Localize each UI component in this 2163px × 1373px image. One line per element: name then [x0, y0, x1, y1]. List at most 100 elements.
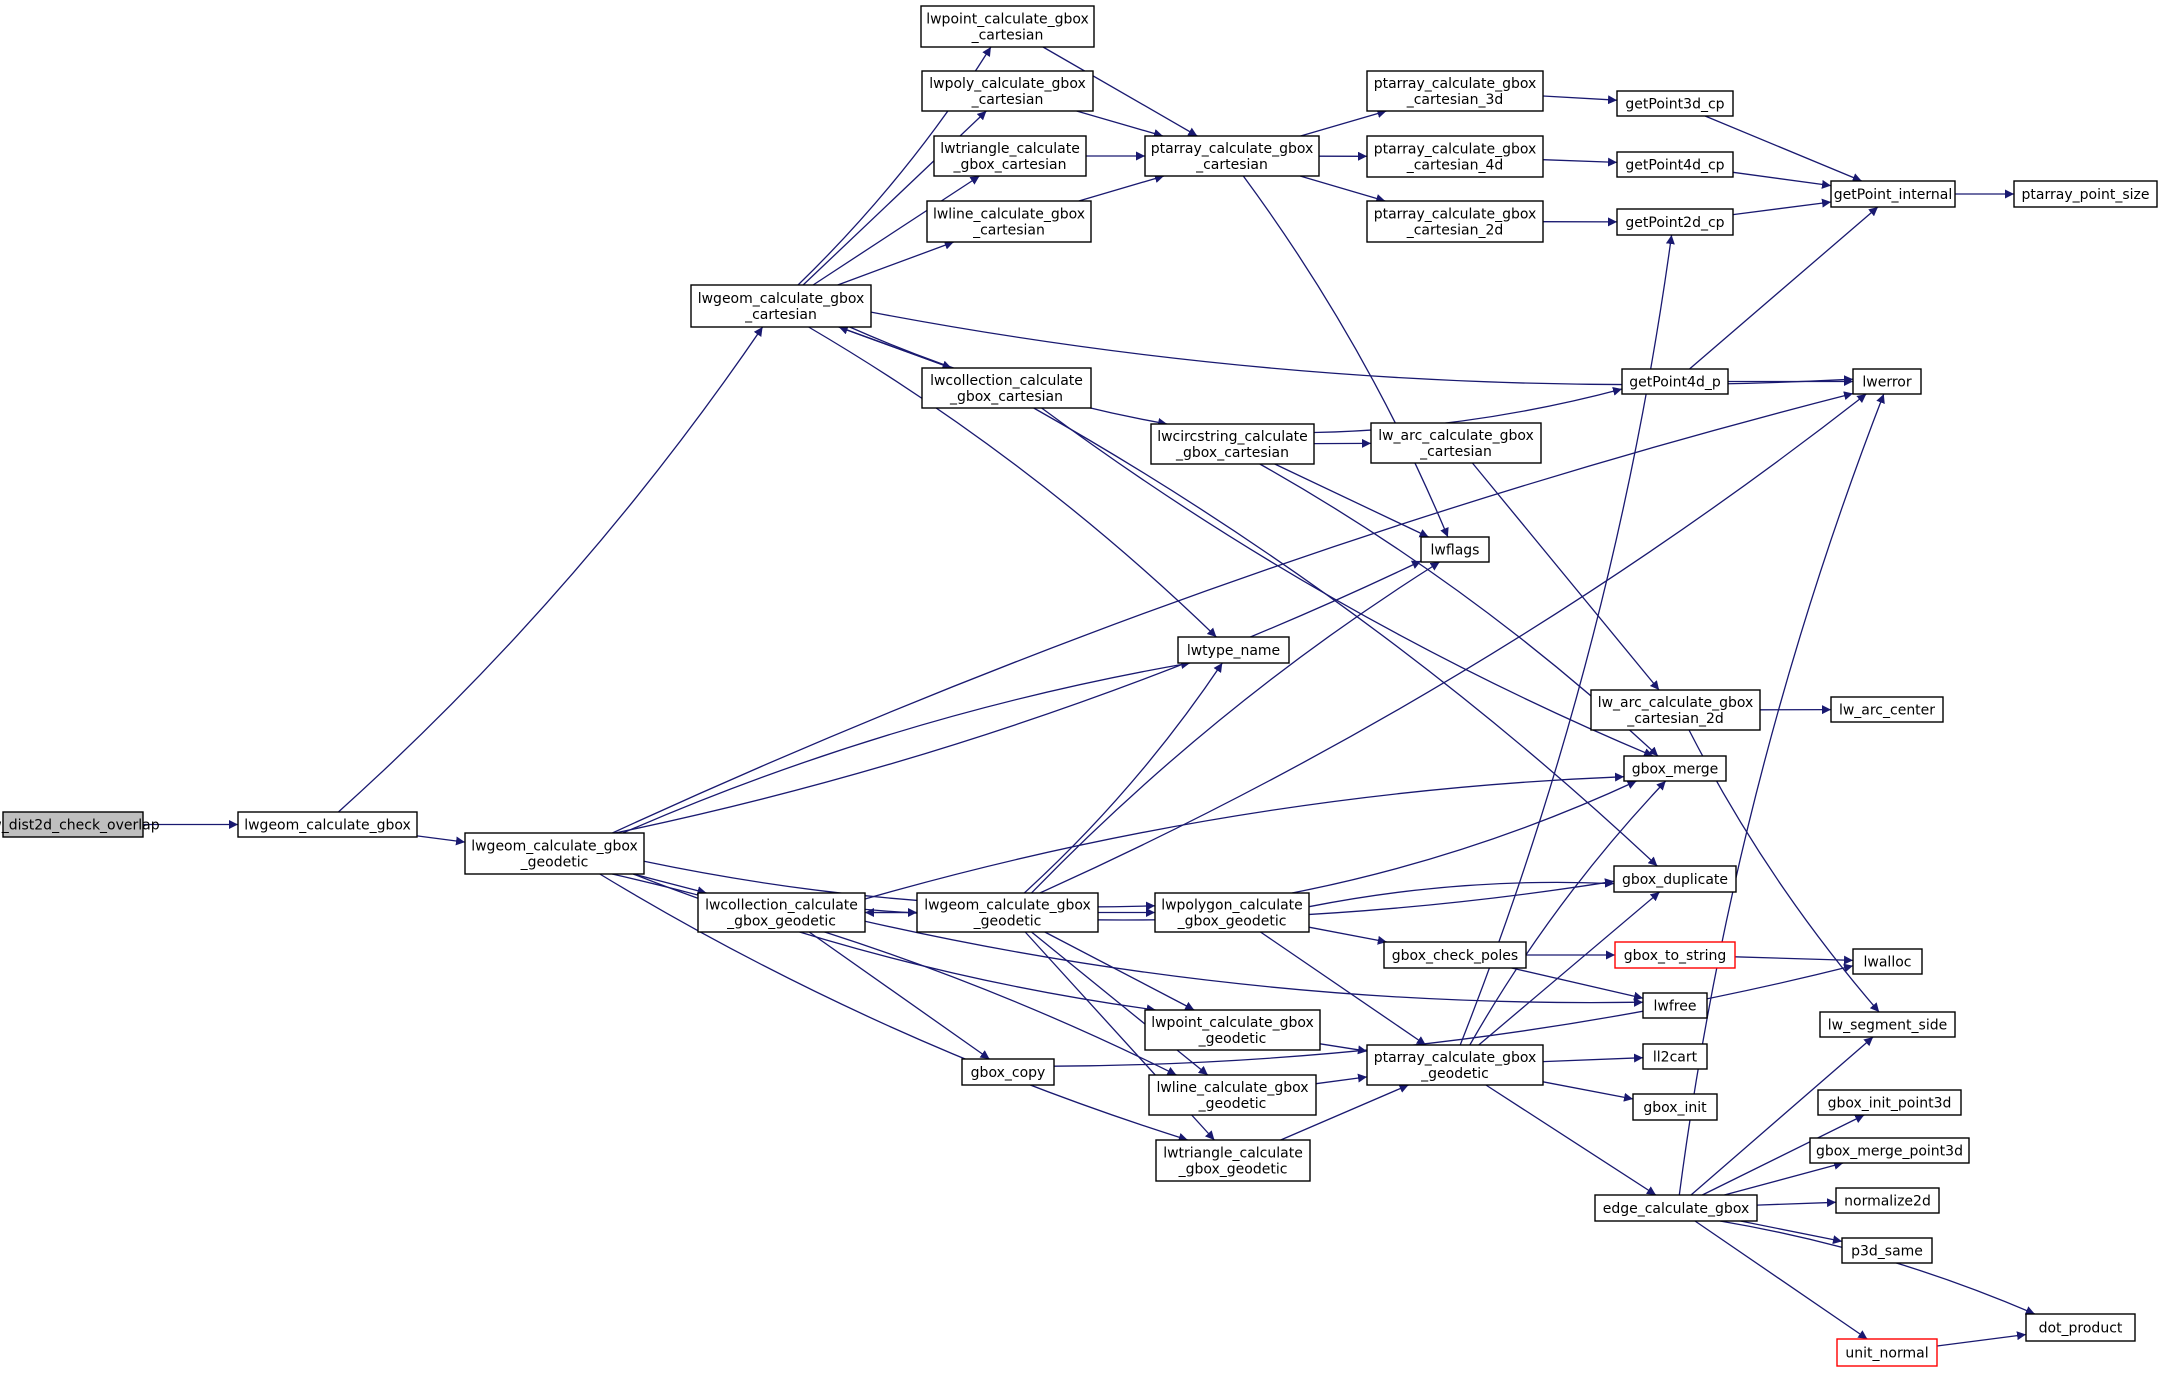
node-lwtriangle-calculate-gbox-cartesian[interactable]: lwtriangle_calculate_gbox_cartesian	[933, 135, 1087, 177]
node-box[interactable]	[1155, 1139, 1311, 1182]
node-dot-product[interactable]: dot_product	[2025, 1313, 2136, 1342]
node-box[interactable]	[921, 70, 1094, 112]
node-box[interactable]	[2, 811, 144, 838]
node-lw-arc-center[interactable]: lw_arc_center	[1830, 696, 1944, 723]
node-get-point4d-p[interactable]: getPoint4d_p	[1621, 368, 1729, 395]
node-gbox-init[interactable]: gbox_init	[1632, 1093, 1718, 1121]
node-lwtype-name[interactable]: lwtype_name	[1177, 636, 1290, 664]
node-box[interactable]	[1852, 948, 1923, 975]
node-box[interactable]	[1366, 1044, 1544, 1086]
node-box[interactable]	[1621, 368, 1729, 395]
node-lw-arc-calculate-gbox-cartesian-2d[interactable]: lw_arc_calculate_gbox_cartesian_2d	[1590, 689, 1761, 731]
node-lwpoint-calculate-gbox-geodetic[interactable]: lwpoint_calculate_gbox_geodetic	[1144, 1009, 1321, 1051]
node-box[interactable]	[237, 811, 418, 838]
node-lw-dist2d-check-overlap[interactable]: lw_dist2d_check_overlap	[0, 811, 160, 838]
node-box[interactable]	[1144, 1009, 1321, 1051]
node-box[interactable]	[1613, 865, 1737, 893]
node-box[interactable]	[1841, 1237, 1933, 1264]
node-ptarray-calculate-gbox-geodetic[interactable]: ptarray_calculate_gbox_geodetic	[1366, 1044, 1544, 1086]
node-box[interactable]	[1830, 696, 1944, 723]
node-box[interactable]	[916, 892, 1099, 933]
node-lwerror[interactable]: lwerror	[1852, 368, 1922, 395]
node-box[interactable]	[1616, 208, 1734, 236]
node-lwgeom-calculate-gbox[interactable]: lwgeom_calculate_gbox	[237, 811, 418, 838]
node-lwline-calculate-gbox-geodetic[interactable]: lwline_calculate_gbox_geodetic	[1148, 1074, 1317, 1116]
node-gbox-copy[interactable]: gbox_copy	[961, 1058, 1055, 1086]
node-get-point-internal[interactable]: getPoint_internal	[1830, 180, 1956, 208]
node-box[interactable]	[690, 284, 872, 328]
node-box[interactable]	[1366, 135, 1544, 178]
node-box[interactable]	[1154, 892, 1310, 933]
node-ptarray-calculate-gbox-cartesian-3d[interactable]: ptarray_calculate_gbox_cartesian_3d	[1366, 70, 1544, 112]
node-lwgeom-calculate-gbox-cartesian[interactable]: lwgeom_calculate_gbox_cartesian	[690, 284, 872, 328]
node-get-point3d-cp[interactable]: getPoint3d_cp	[1616, 90, 1734, 117]
node-box[interactable]	[697, 892, 866, 933]
node-ptarray-calculate-gbox-cartesian[interactable]: ptarray_calculate_gbox_cartesian	[1144, 135, 1320, 177]
node-box[interactable]	[1614, 941, 1736, 969]
node-lwgeom-calculate-gbox-geodetic-2[interactable]: lwgeom_calculate_gbox_geodetic	[916, 892, 1099, 933]
node-lw-arc-calculate-gbox-cartesian[interactable]: lw_arc_calculate_gbox_cartesian	[1370, 422, 1542, 464]
node-box[interactable]	[1642, 992, 1708, 1019]
node-box[interactable]	[1370, 422, 1542, 464]
node-box[interactable]	[1835, 1187, 1940, 1214]
node-box[interactable]	[1819, 1011, 1956, 1038]
node-lwalloc[interactable]: lwalloc	[1852, 948, 1923, 975]
node-gbox-check-poles[interactable]: gbox_check_poles	[1383, 941, 1527, 969]
node-box[interactable]	[1632, 1093, 1718, 1121]
node-lwline-calculate-gbox-cartesian[interactable]: lwline_calculate_gbox_cartesian	[926, 200, 1092, 243]
node-edge-calculate-gbox[interactable]: edge_calculate_gbox	[1594, 1194, 1758, 1222]
node-get-point2d-cp[interactable]: getPoint2d_cp	[1616, 208, 1734, 236]
node-lwflags[interactable]: lwflags	[1420, 536, 1490, 563]
node-box[interactable]	[1177, 636, 1290, 664]
node-lwgeom-calculate-gbox-geodetic[interactable]: lwgeom_calculate_gbox_geodetic	[464, 832, 645, 875]
node-box[interactable]	[1594, 1194, 1758, 1222]
node-box[interactable]	[1590, 689, 1761, 731]
node-box[interactable]	[1150, 423, 1315, 465]
node-box[interactable]	[1830, 180, 1956, 208]
node-lwpolygon-calculate-gbox-geodetic[interactable]: lwpolygon_calculate_gbox_geodetic	[1154, 892, 1310, 933]
node-box[interactable]	[933, 135, 1087, 177]
node-box[interactable]	[1836, 1338, 1938, 1367]
node-box[interactable]	[1809, 1137, 1970, 1164]
node-unit-normal[interactable]: unit_normal	[1836, 1338, 1938, 1367]
node-box[interactable]	[1144, 135, 1320, 177]
node-box[interactable]	[1420, 536, 1490, 563]
node-gbox-duplicate[interactable]: gbox_duplicate	[1613, 865, 1737, 893]
node-box[interactable]	[1366, 200, 1544, 243]
node-gbox-merge[interactable]: gbox_merge	[1623, 755, 1727, 782]
node-lw-segment-side[interactable]: lw_segment_side	[1819, 1011, 1956, 1038]
node-box[interactable]	[1852, 368, 1922, 395]
node-gbox-to-string[interactable]: gbox_to_string	[1614, 941, 1736, 969]
node-lwtriangle-calculate-gbox-geodetic[interactable]: lwtriangle_calculate_gbox_geodetic	[1155, 1139, 1311, 1182]
node-box[interactable]	[1616, 151, 1734, 178]
node-lwcollection-calculate-gbox-cartesian[interactable]: lwcollection_calculate_gbox_cartesian	[921, 367, 1092, 409]
node-lwfree[interactable]: lwfree	[1642, 992, 1708, 1019]
node-gbox-merge-point3d[interactable]: gbox_merge_point3d	[1809, 1137, 1970, 1164]
node-box[interactable]	[1383, 941, 1527, 969]
node-ptarray-calculate-gbox-cartesian-4d[interactable]: ptarray_calculate_gbox_cartesian_4d	[1366, 135, 1544, 178]
node-ll2cart[interactable]: ll2cart	[1642, 1043, 1708, 1070]
node-get-point4d-cp[interactable]: getPoint4d_cp	[1616, 151, 1734, 178]
node-box[interactable]	[926, 200, 1092, 243]
node-lwpoint-calculate-gbox-cartesian[interactable]: lwpoint_calculate_gbox_cartesian	[920, 5, 1095, 48]
node-box[interactable]	[921, 367, 1092, 409]
node-ptarray-calculate-gbox-cartesian-2d[interactable]: ptarray_calculate_gbox_cartesian_2d	[1366, 200, 1544, 243]
node-box[interactable]	[2013, 180, 2158, 208]
node-ptarray-point-size[interactable]: ptarray_point_size	[2013, 180, 2158, 208]
node-box[interactable]	[2025, 1313, 2136, 1342]
node-box[interactable]	[1616, 90, 1734, 117]
node-box[interactable]	[1623, 755, 1727, 782]
node-box[interactable]	[961, 1058, 1055, 1086]
node-box[interactable]	[920, 5, 1095, 48]
node-box[interactable]	[1642, 1043, 1708, 1070]
node-box[interactable]	[1817, 1089, 1962, 1116]
node-box[interactable]	[1148, 1074, 1317, 1116]
node-p3d-same[interactable]: p3d_same	[1841, 1237, 1933, 1264]
node-box[interactable]	[1366, 70, 1544, 112]
node-gbox-init-point3d[interactable]: gbox_init_point3d	[1817, 1089, 1962, 1116]
node-lwpoly-calculate-gbox-cartesian[interactable]: lwpoly_calculate_gbox_cartesian	[921, 70, 1094, 112]
node-box[interactable]	[464, 832, 645, 875]
node-normalize2d[interactable]: normalize2d	[1835, 1187, 1940, 1214]
node-lwcircstring-calculate-gbox-cartesian[interactable]: lwcircstring_calculate_gbox_cartesian	[1150, 423, 1315, 465]
node-lwcollection-calculate-gbox-geodetic[interactable]: lwcollection_calculate_gbox_geodetic	[697, 892, 866, 933]
